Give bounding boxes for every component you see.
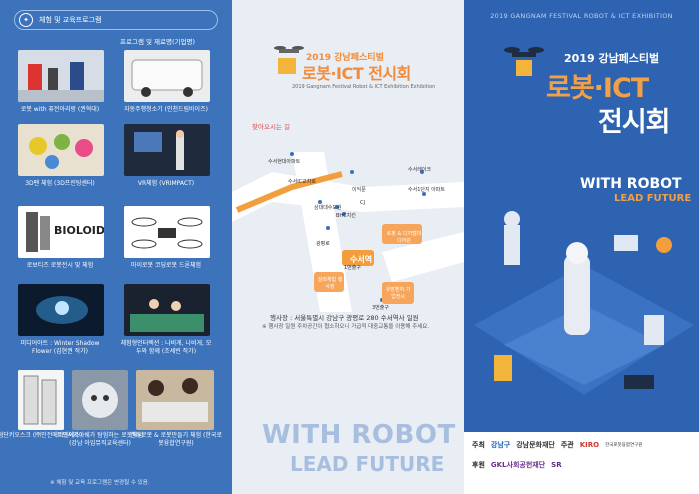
map-label: CJ: [360, 200, 365, 206]
tile-caption: 자동주행청소기 (인천드림바이즈): [124, 106, 208, 113]
tile-3dpen-photo: [18, 124, 104, 176]
tile-robot-photo: [18, 50, 104, 102]
map-label: 수서IC교차로: [288, 179, 316, 185]
drone-gift-icon: [504, 47, 544, 76]
tile-interaction-photo: [124, 284, 210, 336]
host-logo: 강남구: [490, 441, 511, 449]
map-label: 광평로: [316, 241, 330, 247]
middle-panel: 2019 강남페스티벌 로봇·ICT 전시회 2019 Gangnam Fest…: [232, 0, 464, 494]
sponsors-strip: 주최 강남구 강남문화재단 주관 KIRO 한국로봇융합연구원 후원 GKL사회…: [464, 432, 699, 494]
map-label: 실외체험 행사장: [317, 277, 343, 290]
map-label: 상대대수도원: [314, 205, 342, 211]
sponsor-row-host: 주최 강남구 강남문화재단 주관 KIRO 한국로봇융합연구원: [472, 440, 642, 450]
title-small: 2019 강남페스티벌: [306, 53, 384, 63]
tile-codingrobot-photo: [72, 370, 128, 430]
tile-drone-photo: [124, 206, 210, 258]
tile-robotmaking-photo: [136, 370, 214, 430]
parking-note: ※ 행사장 일원 주차공간이 협소하오니 가급적 대중교통을 이용해 주세요.: [262, 324, 430, 330]
program-header: ✦ 체험 및 교육프로그램: [14, 10, 218, 30]
tile-caption: 로보티즈 로봇전시 및 체험: [26, 262, 94, 269]
drone-icon: [274, 46, 304, 53]
left-panel: ✦ 체험 및 교육프로그램 프로그램 및 재료명(기업명) 로봇 with 퓨전…: [0, 0, 232, 494]
host-label: 주최: [472, 441, 485, 449]
map-label: 수서1단지 아파트: [408, 187, 445, 193]
map-label: 1번출구: [344, 265, 361, 271]
tile-caption: 첨단키오스크 (㈜인전메이엔에스): [0, 432, 83, 439]
slogan-with-robot: WITH ROBOT: [262, 420, 456, 450]
map-label: 로봇 & 디지털미디어관: [386, 231, 422, 244]
map-label: 수서레이크: [408, 167, 432, 173]
tile-caption: 겐투로봇 & 로봇만들기 체험 (한국로봇융합연구원): [130, 432, 222, 447]
map-label: 유망벤처 기업전시: [385, 287, 411, 300]
map-label: 3번출구: [372, 305, 389, 311]
kiro-name: 한국로봇융합연구원: [605, 443, 643, 448]
support-label: 후원: [472, 461, 485, 469]
right-panel: 2019 GANGNAM FESTIVAL ROBOT & ICT EXHIBI…: [464, 0, 699, 494]
map-label: 이익문: [352, 187, 366, 193]
sponsor-row-support: 후원 GKL사회공헌재단 SR: [472, 460, 562, 470]
tile-caption: 마이로봇 코딩로봇 드론체험: [130, 262, 202, 269]
slogan-lead-future: LEAD FUTURE: [290, 452, 445, 476]
program-heading: 체험 및 교육프로그램: [39, 16, 102, 24]
sr-logo: SR: [551, 461, 562, 469]
tile-caption: 체험형인터렉션 : 나비게, 나비게, 모두와 함께 (조세빈 작가): [120, 340, 212, 355]
tile-vr-photo: [124, 124, 210, 176]
venue-address: 행사장 : 서울특별시 강남구 광평로 280 수서역사 일원: [270, 314, 419, 322]
tile-kiosk-photo: [18, 370, 64, 430]
isometric-robot-city: [474, 211, 694, 395]
directions-heading: 찾아오시는 길: [252, 123, 290, 131]
seal-icon: ✦: [19, 13, 33, 27]
kiro-logo: KIRO: [579, 441, 600, 449]
tile-bioloid-photo: BIOLOID: [18, 206, 104, 258]
map-label: 수서현대아파트: [268, 159, 301, 165]
location-map: [232, 132, 464, 312]
tile-caption: 로봇 with 퓨전아리랑 (권혁대): [20, 106, 100, 113]
program-subheading: 프로그램 및 재료명(기업명): [120, 38, 195, 46]
host2-logo: 강남문화재단: [516, 441, 555, 449]
map-label: BHC치킨: [336, 213, 356, 219]
title-big: 로봇·ICT 전시회: [302, 64, 411, 83]
tile-caption: 미디어아트 : Winter Shadow Flower (김현권 작가): [20, 340, 100, 355]
tile-caption: 3D펜 체험 (3D프린팅센터): [25, 180, 95, 187]
slogan-with-robot: WITH ROBOT: [580, 176, 682, 192]
tile-vehicle-photo: [124, 50, 210, 102]
program-note: ※ 체험 및 교육 프로그램은 변경될 수 있음.: [50, 480, 150, 486]
gift-icon: [278, 58, 296, 74]
title-line1: 로봇·ICT: [546, 73, 649, 104]
slogan-lead-future: LEAD FUTURE: [614, 193, 692, 204]
tile-mediaart-photo: [18, 284, 104, 336]
title-en: 2019 Gangnam Festival Robot & ICT Exhibi…: [292, 84, 436, 90]
organizer-label: 주관: [560, 441, 574, 449]
tile-caption: VR체험 (VRIMPACT): [137, 180, 195, 187]
festival-year: 2019 강남페스티벌: [564, 52, 660, 65]
exhibition-en-title: 2019 GANGNAM FESTIVAL ROBOT & ICT EXHIBI…: [490, 12, 673, 20]
map-label-station: 수서역: [350, 255, 373, 264]
bioloid-logo: BIOLOID: [54, 224, 104, 237]
tile-caption: 코드서지아쉐가 탐험하는 로봇체험 (강남 아임뮤직교육센터): [56, 432, 144, 447]
title-line2: 전시회: [598, 107, 671, 138]
gkl-logo: GKL사회공헌재단: [490, 461, 546, 469]
